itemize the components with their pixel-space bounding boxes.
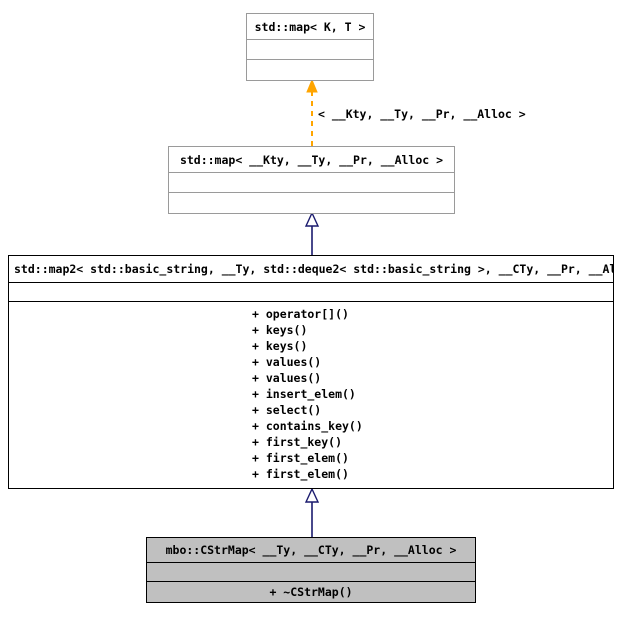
- operation-item: + first_elem(): [252, 467, 349, 481]
- class-box-std-map-full[interactable]: std::map< __Kty, __Ty, __Pr, __Alloc >: [168, 146, 455, 214]
- operation-item: + values(): [252, 355, 322, 369]
- class-attributes-mbo-cstrmap: [147, 562, 475, 581]
- class-attributes-std-map-full: [169, 172, 454, 192]
- edge-template-binding: [306, 78, 318, 146]
- class-operations-std-map-kt: [247, 59, 373, 80]
- class-operations-std-map-full: [169, 192, 454, 213]
- class-box-std-map2[interactable]: std::map2< std::basic_string, __Ty, std:…: [8, 255, 614, 489]
- class-title-std-map2: std::map2< std::basic_string, __Ty, std:…: [14, 262, 613, 276]
- class-operations-std-map2: + operator[]() + keys() + keys() + value…: [9, 301, 613, 487]
- class-title-std-map-full: std::map< __Kty, __Ty, __Pr, __Alloc >: [179, 152, 444, 167]
- operation-item: + first_key(): [252, 435, 343, 449]
- edge-inherit-cstrmap-from-map2: [304, 487, 320, 537]
- edge-inherit-map2-from-stdmap: [304, 211, 320, 255]
- class-attributes-std-map-kt: [247, 39, 373, 59]
- operation-item: + first_elem(): [252, 451, 349, 465]
- operation-item: + values(): [252, 371, 322, 385]
- edge-label-template-binding: < __Kty, __Ty, __Pr, __Alloc >: [318, 107, 526, 121]
- class-operations-mbo-cstrmap: + ~CStrMap(): [147, 581, 475, 602]
- class-attributes-std-map2: [9, 282, 613, 301]
- operation-item: + insert_elem(): [252, 387, 356, 401]
- operation-item: + select(): [252, 403, 322, 417]
- operation-item: + keys(): [252, 339, 308, 353]
- class-title-std-map-kt: std::map< K, T >: [254, 19, 366, 34]
- operation-item: + keys(): [252, 323, 308, 337]
- operation-item: + operator[](): [252, 307, 349, 321]
- class-box-std-map-kt[interactable]: std::map< K, T >: [246, 13, 374, 81]
- operation-item: + contains_key(): [252, 419, 363, 433]
- class-title-mbo-cstrmap: mbo::CStrMap< __Ty, __CTy, __Pr, __Alloc…: [147, 538, 475, 562]
- class-box-mbo-cstrmap[interactable]: mbo::CStrMap< __Ty, __CTy, __Pr, __Alloc…: [146, 537, 476, 603]
